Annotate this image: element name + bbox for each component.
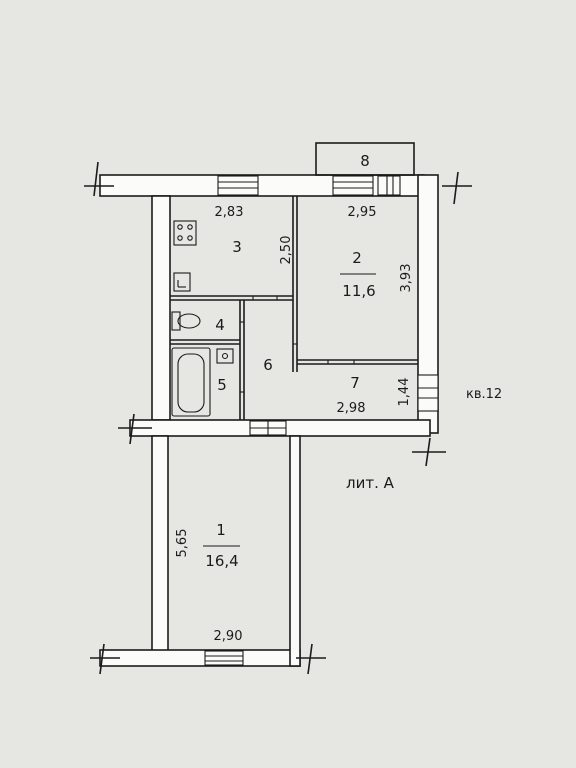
room-3-length: 2,50 [279, 236, 294, 265]
building-letter-label: лит. А [346, 474, 395, 492]
room-4-number: 4 [215, 316, 225, 334]
room-1-length: 5,65 [175, 529, 190, 558]
entrance-door [417, 374, 439, 412]
window-room-1 [204, 650, 244, 666]
neighbor-apartment-label: кв.12 [466, 387, 502, 402]
room-1-number: 1 [216, 521, 226, 539]
room-2-width: 2,95 [348, 205, 377, 220]
room-1-area: 16,4 [205, 552, 238, 570]
window-room-2 [332, 175, 374, 196]
area-fraction-bars [203, 273, 376, 547]
bathtub-icon [171, 347, 211, 417]
exterior-walls [99, 174, 439, 667]
room-2-number: 2 [352, 249, 362, 267]
break-marks [84, 161, 472, 675]
toilet-icon [171, 311, 201, 331]
stove-icon [173, 220, 197, 246]
room-6-number: 6 [263, 356, 273, 374]
room-3-width: 2,83 [215, 205, 244, 220]
room-7-length: 1,44 [397, 378, 412, 407]
room-1-width: 2,90 [214, 629, 243, 644]
room-2-area: 11,6 [342, 282, 375, 300]
wash-basin-icon [216, 348, 234, 364]
balcony-8 [315, 142, 415, 176]
room-7-width: 2,98 [337, 401, 366, 416]
balcony-number: 8 [360, 152, 370, 170]
window-room-3 [217, 175, 259, 196]
room-3-number: 3 [232, 238, 242, 256]
balcony-door [377, 175, 401, 196]
kitchen-sink-icon [173, 272, 191, 292]
room-5-number: 5 [217, 376, 227, 394]
partitions [170, 196, 418, 436]
room-7-number: 7 [350, 374, 360, 392]
room-2-length: 3,93 [399, 264, 414, 293]
